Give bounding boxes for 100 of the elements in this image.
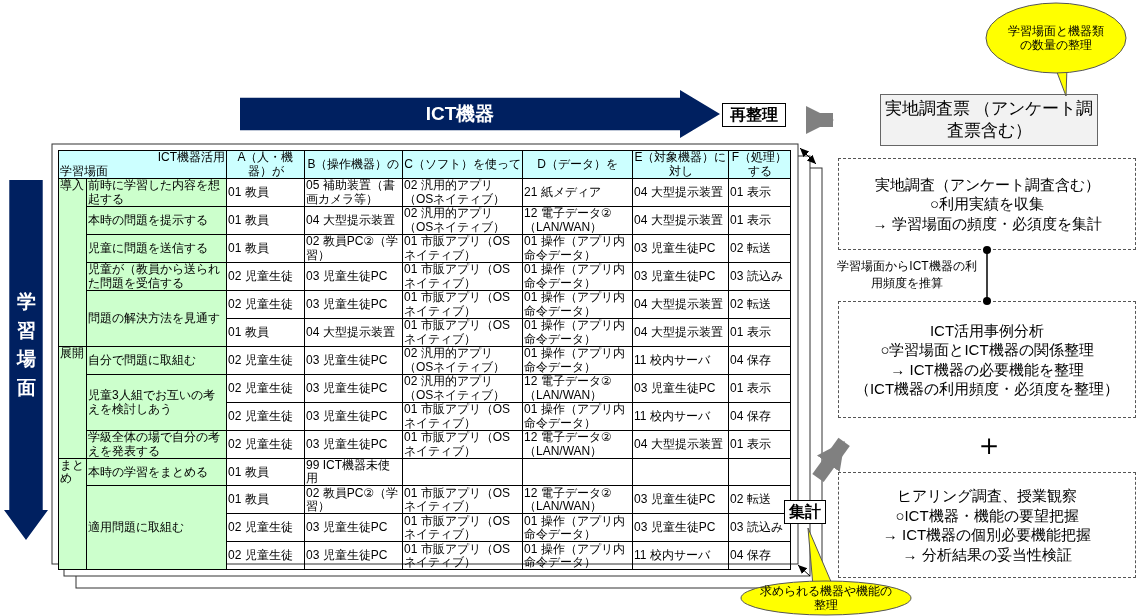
- table-cell: 自分で問題に取組む: [86, 346, 227, 375]
- panel-text: ○学習場面とICT機器の関係整理: [880, 340, 1094, 360]
- table-cell: 03 児童生徒PC: [304, 262, 403, 291]
- tag-label: 再整理: [722, 103, 786, 127]
- table-cell: 02 児童生徒: [226, 374, 305, 403]
- table-cell: 前時に学習した内容を想起する: [86, 178, 227, 207]
- table-cell: 01 教員: [226, 485, 305, 514]
- table-cell: 01 操作（アプリ内命令データ）: [522, 262, 633, 291]
- table-cell: 03 児童生徒PC: [632, 374, 729, 403]
- table-cell: 03 児童生徒PC: [304, 541, 403, 570]
- table-cell: 01 表示: [728, 374, 791, 403]
- panel-text: ヒアリング調査、授業観察: [897, 486, 1077, 506]
- table-cell: 12 電子データ②（LAN/WAN）: [522, 430, 633, 459]
- column-group-heading: ICT機器活用: [157, 150, 225, 165]
- table-cell: 04 大型提示装置: [632, 430, 729, 459]
- table-cell: 02 児童生徒: [226, 513, 305, 542]
- table-cell: 03 児童生徒PC: [304, 430, 403, 459]
- table-cell: 02 汎用的アプリ（OSネイティブ）: [402, 206, 523, 235]
- table-cell: 02 児童生徒: [226, 541, 305, 570]
- table-cell: 01 表示: [728, 318, 791, 347]
- table-cell: 03 児童生徒PC: [304, 346, 403, 375]
- table-cell: 03 児童生徒PC: [632, 485, 729, 514]
- table-cell: 02 児童生徒: [226, 262, 305, 291]
- table-cell: 03 児童生徒PC: [304, 402, 403, 431]
- table-cell: 展開: [58, 346, 87, 459]
- table-cell: 03 児童生徒PC: [304, 513, 403, 542]
- table-cell: 01 市販アプリ（OSネイティブ）: [402, 262, 523, 291]
- table-cell: 04 保存: [728, 402, 791, 431]
- balloon-text: 学習場面と機器類の数量の整理: [1007, 23, 1105, 53]
- table-cell: 01 市販アプリ（OSネイティブ）: [402, 513, 523, 542]
- table-cell: 01 操作（アプリ内命令データ）: [522, 513, 633, 542]
- balloon-text: 求められる機器や機能の整理: [759, 583, 893, 613]
- table-cell: 01 操作（アプリ内命令データ）: [522, 318, 633, 347]
- table-cell: 02 転送: [728, 234, 791, 263]
- table-cell: 本時の問題を提示する: [86, 206, 227, 235]
- table-cell: 児童に問題を送信する: [86, 234, 227, 263]
- table-cell: 04 大型提示装置: [632, 290, 729, 319]
- table-cell: 02 汎用的アプリ（OSネイティブ）: [402, 374, 523, 403]
- dashed-panel: [838, 472, 1136, 578]
- table-cell: 児童3人組でお互いの考えを検討しあう: [86, 374, 227, 431]
- table-cell: 02 教員PC②（学習）: [304, 485, 403, 514]
- panel-text: → 分析結果の妥当性検証: [902, 544, 1072, 564]
- table-cell: 01 操作（アプリ内命令データ）: [522, 234, 633, 263]
- column-heading: D（データ）を: [522, 150, 633, 179]
- table-cell: 01 表示: [728, 430, 791, 459]
- table-cell: 02 児童生徒: [226, 290, 305, 319]
- arrow-label: 学習場面: [16, 290, 36, 400]
- table-cell: 01 市販アプリ（OSネイティブ）: [402, 430, 523, 459]
- table-cell: 01 教員: [226, 206, 305, 235]
- plus-sign: ＋: [974, 430, 1004, 460]
- table-cell: 21 紙メディア: [522, 178, 633, 207]
- panel-text: → 学習場面の頻度・必須度を集計: [872, 213, 1102, 234]
- table-cell: 02 児童生徒: [226, 430, 305, 459]
- block-arrow: [812, 437, 850, 483]
- column-heading: F（処理）する: [728, 150, 791, 179]
- table-cell: 01 市販アプリ（OSネイティブ）: [402, 402, 523, 431]
- table-cell: 01 操作（アプリ内命令データ）: [522, 346, 633, 375]
- panel-text: ICT活用事例分析: [929, 320, 1045, 340]
- table-cell: 03 児童生徒PC: [304, 290, 403, 319]
- table-cell: 01 教員: [226, 318, 305, 347]
- panel-text: → ICT機器の個別必要機能把握: [882, 525, 1092, 545]
- table-cell: 01 市販アプリ（OSネイティブ）: [402, 290, 523, 319]
- table-cell: 99 ICT機器未使用: [304, 458, 403, 486]
- table-cell: 01 市販アプリ（OSネイティブ）: [402, 234, 523, 263]
- table-cell: 01 教員: [226, 234, 305, 263]
- panel-text: （ICT機器の利用頻度・必須度を整理）: [854, 379, 1120, 399]
- table-cell: 02 汎用的アプリ（OSネイティブ）: [402, 346, 523, 375]
- table-cell: 04 大型提示装置: [632, 178, 729, 207]
- table-cell: 01 操作（アプリ内命令データ）: [522, 402, 633, 431]
- table-cell: 01 操作（アプリ内命令データ）: [522, 290, 633, 319]
- table-cell: 02 汎用的アプリ（OSネイティブ）: [402, 178, 523, 207]
- column-heading: E（対象機器）に対し: [632, 150, 729, 179]
- table-cell: 01 市販アプリ（OSネイティブ）: [402, 318, 523, 347]
- table-cell: 03 児童生徒PC: [632, 262, 729, 291]
- panel-text: 実地調査（アンケート調査含む）: [874, 174, 1100, 195]
- table-cell: 04 大型提示装置: [304, 318, 403, 347]
- panel-text: ○利用実績を収集: [929, 194, 1045, 214]
- table-cell: 04 大型提示装置: [632, 318, 729, 347]
- table-cell: 01 教員: [226, 178, 305, 207]
- panel-text: → ICT機器の必要機能を整理: [890, 359, 1084, 379]
- table-cell: 問題の解決方法を見通す: [86, 290, 227, 347]
- column-heading: C（ソフト）を使って: [402, 150, 523, 179]
- table-cell: 12 電子データ②（LAN/WAN）: [522, 206, 633, 235]
- panel-text: ○ICT機器・機能の要望把握: [895, 505, 1079, 525]
- column-heading: B（操作機器）の: [304, 150, 403, 179]
- table-cell: 03 児童生徒PC: [632, 234, 729, 263]
- table-cell: 01 操作（アプリ内命令データ）: [522, 541, 633, 570]
- table-cell: 01 市販アプリ（OSネイティブ）: [402, 541, 523, 570]
- table-cell: 04 大型提示装置: [304, 206, 403, 235]
- table-cell: 適用問題に取組む: [86, 485, 227, 570]
- table-cell: 02 転送: [728, 290, 791, 319]
- table-cell: 導入: [58, 178, 87, 347]
- document-box: 実地調査票 （アンケート調査票含む）: [880, 94, 1098, 146]
- table-cell: 02 教員PC②（学習）: [304, 234, 403, 263]
- table-cell: 12 電子データ②（LAN/WAN）: [522, 485, 633, 514]
- table-cell: 12 電子データ②（LAN/WAN）: [522, 374, 633, 403]
- table-cell: 02 児童生徒: [226, 346, 305, 375]
- table-cell: 03 読込み: [728, 262, 791, 291]
- table-cell: 04 保存: [728, 541, 791, 570]
- arrow-label: ICT機器: [425, 102, 495, 126]
